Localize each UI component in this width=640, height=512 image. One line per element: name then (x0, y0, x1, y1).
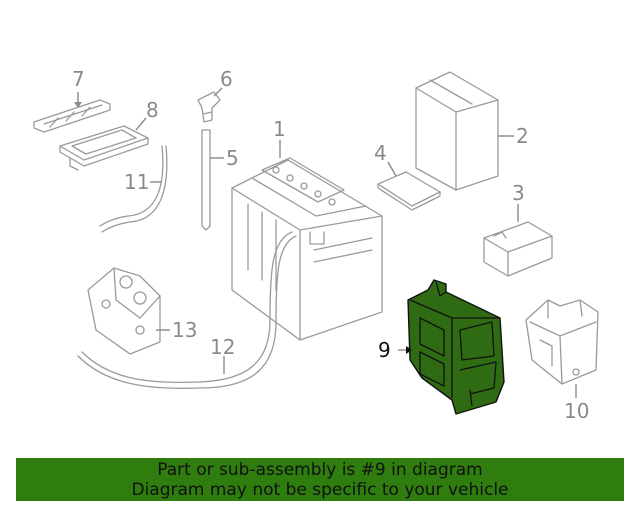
part-6-elbow-fitting[interactable] (197, 91, 221, 123)
callout-4[interactable]: 4 (374, 141, 387, 165)
callout-9[interactable]: 9 (378, 338, 391, 362)
leader-line-4 (387, 161, 397, 177)
part-8-tray-holder[interactable] (59, 125, 149, 171)
callout-12[interactable]: 12 (210, 335, 235, 359)
part-5-vent-tube[interactable] (201, 129, 211, 231)
callout-3[interactable]: 3 (512, 181, 525, 205)
part-7-bracket-strip[interactable] (33, 99, 111, 133)
part-2-battery-cover[interactable] (415, 71, 499, 191)
callout-5[interactable]: 5 (226, 146, 239, 170)
part-4-cover-plate[interactable] (377, 171, 441, 211)
leader-arrow-9 (406, 346, 412, 354)
part-13-terminal-clamp[interactable] (87, 267, 161, 355)
part-1-battery[interactable] (231, 157, 383, 341)
callout-2[interactable]: 2 (516, 124, 529, 148)
callout-6[interactable]: 6 (220, 67, 233, 91)
part-3-auxiliary-battery[interactable] (483, 221, 553, 277)
callout-1[interactable]: 1 (273, 117, 286, 141)
parts-diagram: 7 8 6 5 11 1 (33, 67, 599, 423)
callout-13[interactable]: 13 (172, 318, 197, 342)
leader-line-6 (213, 87, 223, 97)
part-9-highlighted-bracket[interactable] (407, 279, 505, 415)
callout-10[interactable]: 10 (564, 399, 589, 423)
callout-7[interactable]: 7 (72, 67, 85, 91)
callout-8[interactable]: 8 (146, 98, 159, 122)
info-banner: Part or sub-assembly is #9 in diagram Di… (16, 458, 624, 501)
callout-11[interactable]: 11 (124, 170, 149, 194)
banner-line-2: Diagram may not be specific to your vehi… (131, 480, 509, 500)
banner-line-1: Part or sub-assembly is #9 in diagram (157, 460, 483, 480)
leader-arrow-7 (74, 102, 82, 108)
part-11-hose[interactable] (99, 145, 168, 233)
leader-line-8 (135, 117, 147, 131)
part-10-mounting-bracket[interactable] (525, 299, 599, 385)
part-12-cable[interactable] (77, 231, 297, 389)
